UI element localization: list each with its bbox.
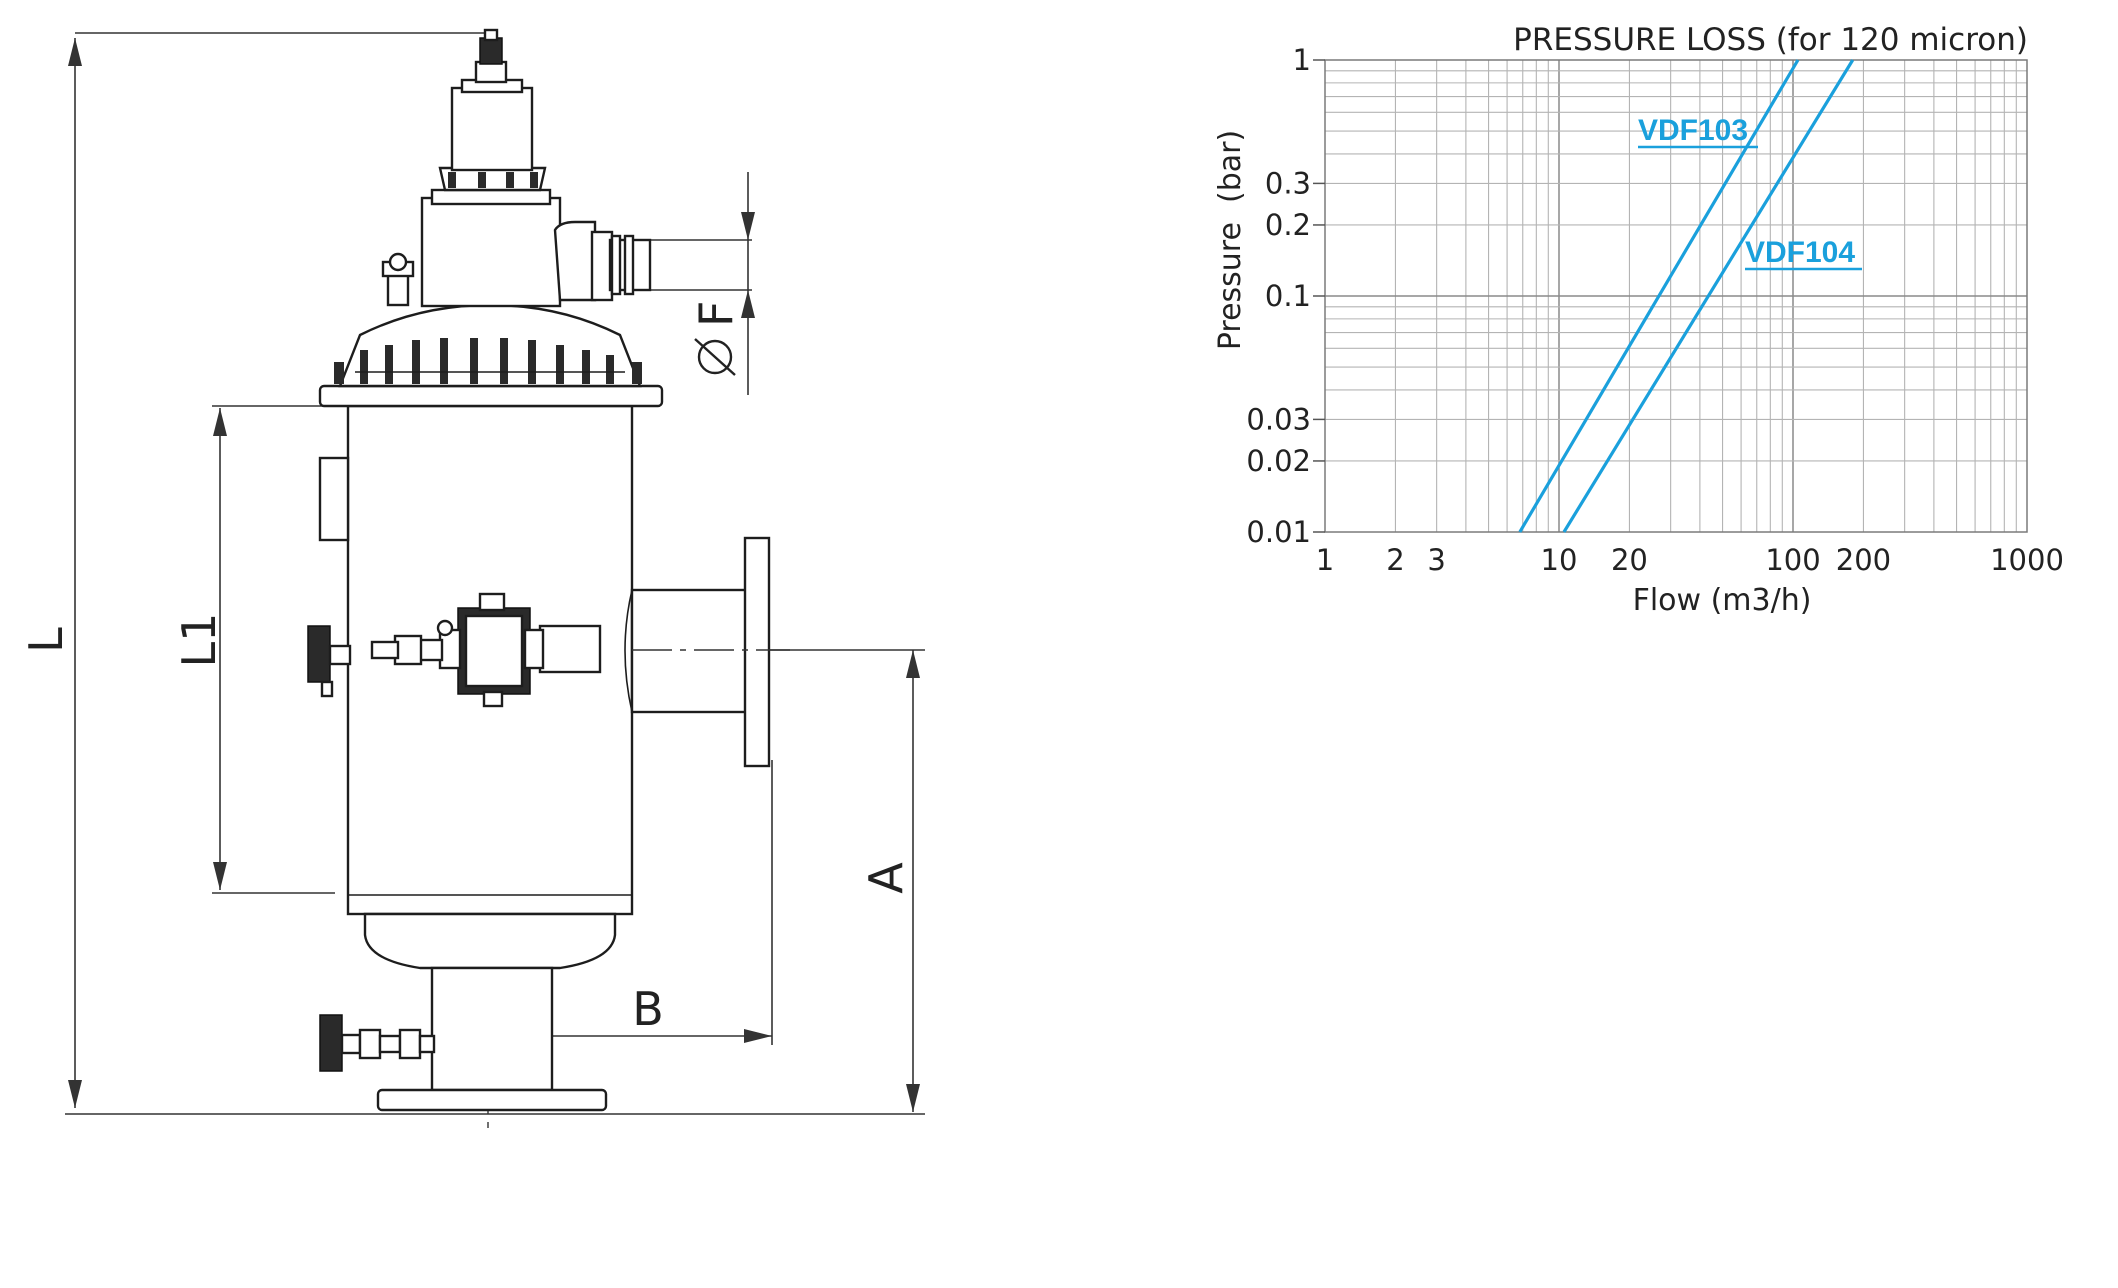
outlet-pipe	[553, 220, 652, 302]
x-tick-label: 2	[1386, 543, 1404, 577]
series-label-vdf104: VDF104	[1745, 236, 1855, 269]
y-tick-label: 0.01	[1246, 515, 1311, 549]
y-tick-label: 0.3	[1265, 166, 1311, 200]
series-line-vdf104	[1562, 59, 1855, 533]
dimension-F: F	[600, 172, 755, 395]
y-axis-ticks: 1 0.3 0.2 0.1 0.03 0.02 0.01	[1246, 43, 1325, 549]
side-bracket	[318, 456, 350, 542]
y-tick-label: 0.2	[1265, 208, 1311, 242]
x-tick-label: 20	[1611, 543, 1648, 577]
motor-housing	[420, 28, 562, 308]
dimension-L: L	[19, 32, 925, 1115]
y-tick-label: 0.02	[1246, 444, 1311, 478]
filter-top-lid	[318, 303, 664, 408]
chart-grid	[1325, 60, 2027, 532]
drain-valve	[319, 1014, 436, 1072]
filter-technical-drawing: L L1 F	[19, 28, 925, 1130]
dimension-A: A	[700, 649, 925, 1112]
control-valve-assembly	[370, 592, 602, 708]
label-A: A	[859, 862, 913, 894]
chart-title: PRESSURE LOSS (for 120 micron)	[1513, 22, 2028, 58]
x-tick-label: 1000	[1990, 543, 2064, 577]
series-line-vdf103	[1518, 59, 1800, 533]
x-tick-label: 200	[1836, 543, 1891, 577]
inlet-flange	[624, 536, 790, 768]
pressure-loss-chart: PRESSURE LOSS (for 120 micron) 1 0.3 0.2 0.…	[1213, 22, 2064, 618]
air-valve	[381, 252, 415, 307]
x-tick-label: 1	[1316, 543, 1334, 577]
manual-valve-top	[307, 625, 352, 698]
x-axis-title: Flow (m3/h)	[1633, 583, 1812, 618]
label-L1: L1	[172, 613, 226, 668]
y-axis-title: Pressure (bar)	[1213, 130, 1248, 350]
y-tick-label: 0.1	[1265, 279, 1311, 313]
y-tick-label: 0.03	[1246, 402, 1311, 436]
filter-body	[346, 404, 634, 1112]
y-tick-label: 1	[1293, 43, 1311, 77]
x-tick-label: 10	[1541, 543, 1578, 577]
label-L: L	[19, 627, 73, 653]
label-B: B	[632, 982, 664, 1036]
dimension-L1: L1	[172, 405, 335, 894]
x-tick-label: 100	[1765, 543, 1820, 577]
series-label-vdf103: VDF103	[1638, 114, 1748, 147]
x-tick-label: 3	[1427, 543, 1445, 577]
label-F: F	[689, 301, 743, 327]
